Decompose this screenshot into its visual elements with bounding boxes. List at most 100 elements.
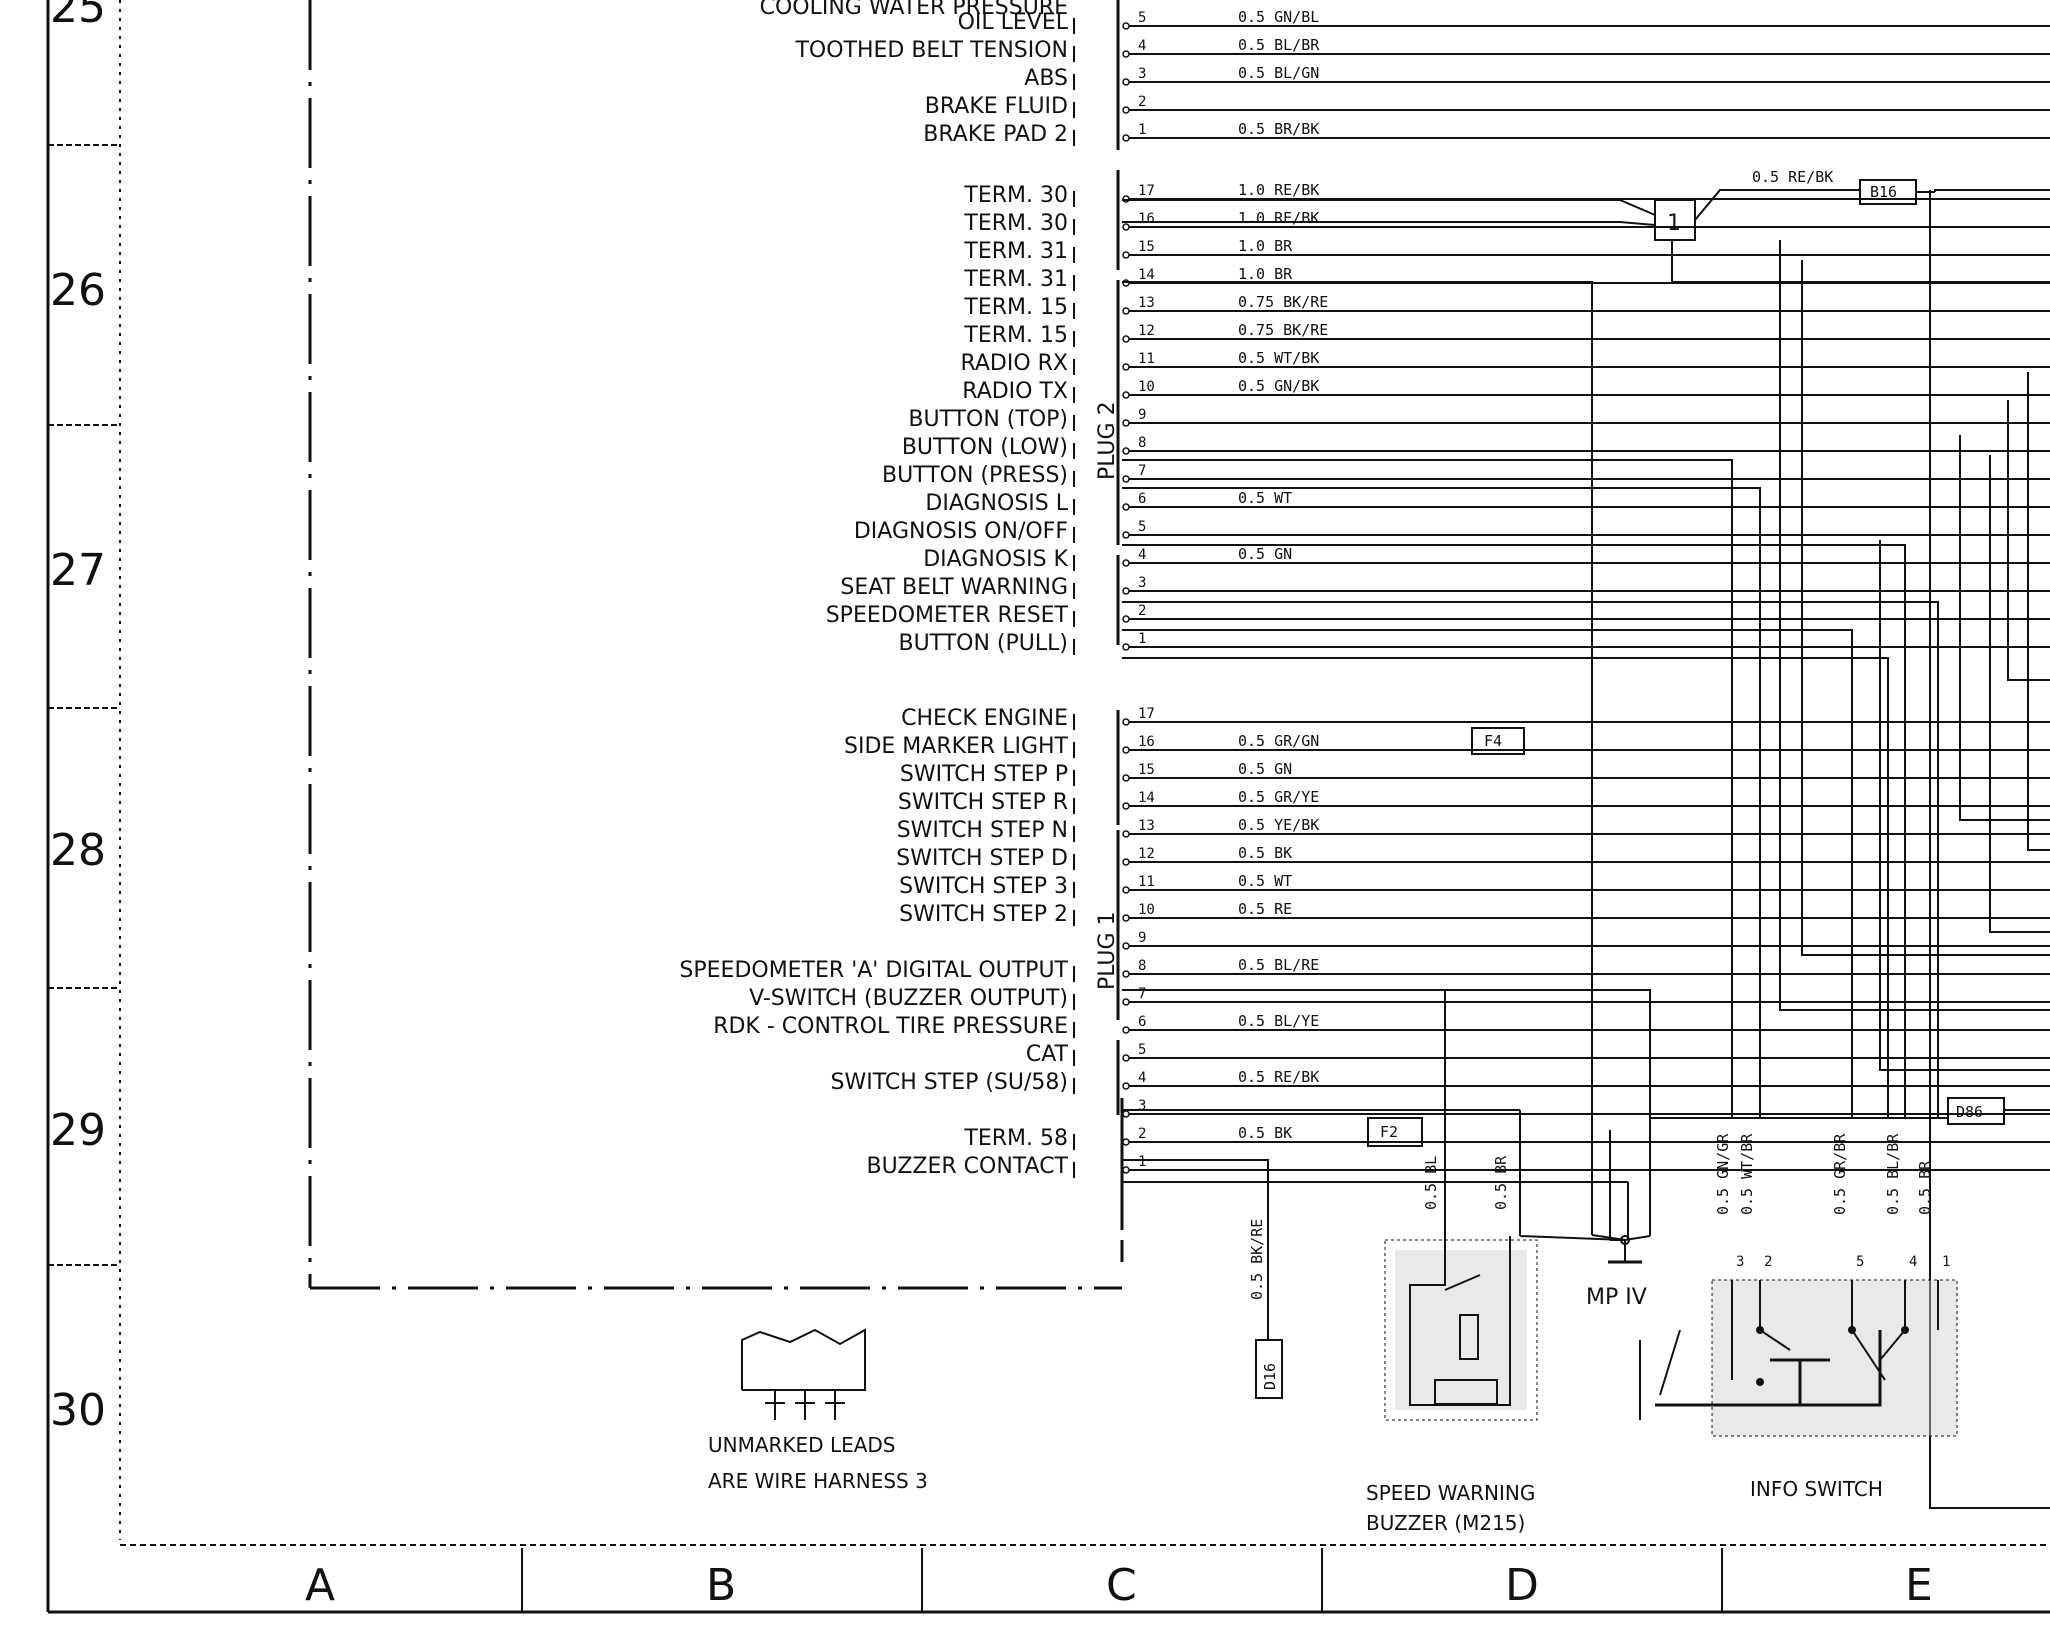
b16-right-wiring — [1916, 189, 2050, 193]
connector-label-f2: F2 — [1380, 1123, 1398, 1141]
top_section-pin-4-number: 4 — [1138, 38, 1146, 54]
top_section-pin-1-number: 1 — [1138, 122, 1146, 138]
row-label-29: 29 — [50, 1105, 106, 1156]
plug1-pin-12-wire: 0.5 BK — [1238, 844, 1292, 862]
plug2-pin-2-number: 2 — [1138, 603, 1146, 619]
unmarked-leads-symbol — [741, 1328, 866, 1420]
plug1-pin-4-label: SWITCH STEP (SU/58) — [831, 1070, 1068, 1095]
connector-bodies — [1116, 0, 1124, 1210]
top_section-pin-5-wire: 0.5 GN/BL — [1238, 8, 1319, 26]
plug2-pin-10-label: RADIO TX — [962, 379, 1068, 404]
plug1-pin-15-label: SWITCH STEP P — [900, 762, 1068, 787]
top_section-pin-3-wire: 0.5 BL/GN — [1238, 64, 1319, 82]
plug1-pin-6-wire: 0.5 BL/YE — [1238, 1012, 1319, 1030]
connector-label-d86: D86 — [1956, 1103, 1983, 1121]
info-switch — [1639, 1279, 1958, 1437]
column-label-D: D — [1505, 1560, 1539, 1611]
plug1-pin-2-number: 2 — [1138, 1126, 1146, 1142]
plug2-pin-12-number: 12 — [1138, 323, 1155, 339]
wire-label-buzzer-bl: 0.5 BL — [1422, 1156, 1440, 1210]
plug1-pin-15-number: 15 — [1138, 762, 1155, 778]
plug2-pin-8-number: 8 — [1138, 435, 1146, 451]
plug2-pin-9-number: 9 — [1138, 407, 1146, 423]
plug1-pin-10-wire: 0.5 RE — [1238, 900, 1292, 918]
top_section-pin-4-wire: 0.5 BL/BR — [1238, 36, 1320, 54]
wire-label-info-gn-gr: 0.5 GN/GR — [1714, 1133, 1732, 1215]
column-separators — [521, 1548, 1723, 1612]
top_section-pin-3-label: ABS — [1024, 66, 1068, 91]
connector-label-f4: F4 — [1484, 732, 1502, 750]
node-1-wiring — [1122, 189, 2050, 283]
speed-warning-buzzer — [1384, 1236, 1538, 1421]
plug1-pin-1-label: BUZZER CONTACT — [867, 1154, 1069, 1179]
plug2-pin-12-label: TERM. 15 — [963, 323, 1068, 348]
info-switch-pin-1: 1 — [1942, 1254, 1950, 1270]
plug2-pin-10-wire: 0.5 GN/BK — [1238, 377, 1319, 395]
top_section-pin-3-number: 3 — [1138, 66, 1146, 82]
plug2-pin-13-wire: 0.75 BK/RE — [1238, 293, 1328, 311]
connector-label-b16: B16 — [1870, 183, 1897, 201]
d16-wiring — [1122, 1159, 1269, 1340]
info-switch-caption: INFO SWITCH — [1750, 1477, 1883, 1501]
plug1-pin-13-wire: 0.5 YE/BK — [1238, 816, 1319, 834]
column-label-B: B — [706, 1560, 736, 1611]
plug1-pin-8-label: SPEEDOMETER 'A' DIGITAL OUTPUT — [679, 958, 1068, 983]
plug2-pin-11-wire: 0.5 WT/BK — [1238, 349, 1319, 367]
info-switch-pin-4: 4 — [1909, 1254, 1917, 1270]
plug1-pin-14-number: 14 — [1138, 790, 1155, 806]
plug2-pin-17-number: 17 — [1138, 183, 1155, 199]
wire-label-info-bl-br: 0.5 BL/BR — [1884, 1133, 1902, 1215]
buzzer-caption-1: SPEED WARNING — [1366, 1481, 1535, 1505]
top_section-pin-3: ABS 3 0.5 BL/GN — [1024, 64, 2050, 91]
top_section-pin-1-label: BRAKE PAD 2 — [923, 122, 1068, 147]
plug2-pin-4-label: DIAGNOSIS K — [923, 547, 1068, 572]
plug2-pin-17-label: TERM. 30 — [963, 183, 1068, 208]
plug1-pin-6-number: 6 — [1138, 1014, 1146, 1030]
plug2-pin-6-label: DIAGNOSIS L — [925, 491, 1068, 516]
top_section-pin-5-label: OIL LEVEL — [958, 10, 1069, 35]
connector-label-d16: D16 — [1261, 1363, 1279, 1390]
top_section-pin-1-wire: 0.5 BR/BK — [1238, 120, 1319, 138]
plug2-pin-9-label: BUTTON (TOP) — [908, 407, 1068, 432]
plug1-pin-12-label: SWITCH STEP D — [896, 846, 1068, 871]
plug1-pin-11-label: SWITCH STEP 3 — [899, 874, 1068, 899]
ground-label: MP IV — [1586, 1285, 1647, 1310]
plug2-pin-11-number: 11 — [1138, 351, 1155, 367]
plug2-pin-4-wire: 0.5 GN — [1238, 545, 1292, 563]
wire-label-info-wt-br: 0.5 WT/BR — [1738, 1133, 1756, 1215]
plug2-pin-5-label: DIAGNOSIS ON/OFF — [854, 519, 1068, 544]
info-switch-pin-3: 3 — [1736, 1254, 1744, 1270]
wire-label-info-br: 0.5 BR — [1916, 1160, 1934, 1215]
plug1-pin-15-wire: 0.5 GN — [1238, 760, 1292, 778]
plug1-pin-11-number: 11 — [1138, 874, 1155, 890]
plug2-pin-6-wire: 0.5 WT — [1238, 489, 1292, 507]
row-ticks — [48, 144, 120, 1266]
column-label-A: A — [305, 1560, 335, 1611]
plug1-pin-11-wire: 0.5 WT — [1238, 872, 1292, 890]
plug1-pin-11: SWITCH STEP 3 11 0.5 WT — [899, 872, 2050, 899]
plug2-pin-3-number: 3 — [1138, 575, 1146, 591]
connector-box-f4 — [1471, 727, 1525, 755]
top_section-pin-2-label: BRAKE FLUID — [925, 94, 1068, 119]
wire-label-bk-re-d16: 0.5 BK/RE — [1248, 1219, 1266, 1300]
right-edge-risers — [1779, 190, 2050, 1509]
plug2-pin-15-label: TERM. 31 — [963, 239, 1068, 264]
top_section-pin-5-number: 5 — [1138, 10, 1146, 26]
plug2-pin-14-number: 14 — [1138, 267, 1155, 283]
plug1-pin-7-label: V-SWITCH (BUZZER OUTPUT) — [749, 986, 1068, 1011]
plug1-pin-1-number: 1 — [1138, 1154, 1146, 1170]
plug1-pin-3-number: 3 — [1138, 1098, 1146, 1114]
plug1-pin-2-wire: 0.5 BK — [1238, 1124, 1292, 1142]
plug1-pin-9: 9 — [1122, 930, 2050, 950]
plug1-pin-14-wire: 0.5 GR/YE — [1238, 788, 1319, 806]
